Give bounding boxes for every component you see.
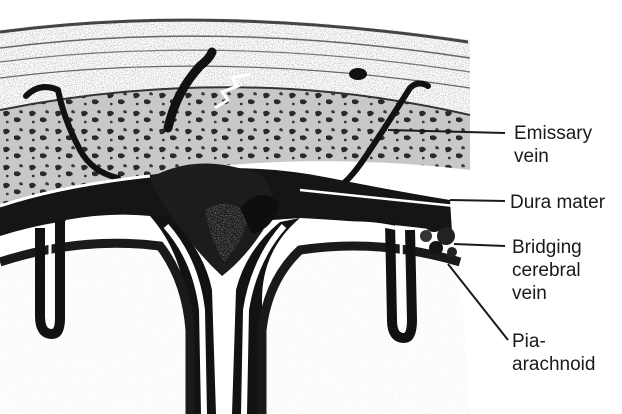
- dura-mater-label: Dura mater: [510, 191, 605, 214]
- bridging-cerebral-vein-label: Bridging cerebral vein: [512, 236, 582, 305]
- emissary-vein-label: Emissary vein: [514, 122, 592, 168]
- emissary-vein-label-line-2: vein: [514, 145, 592, 168]
- dura-mater-pointer: [450, 200, 505, 201]
- pia-arachnoid-label: Pia- arachnoid: [512, 330, 595, 376]
- bridging-vein-pointer: [454, 244, 505, 246]
- bridging-vein-label-line-1: Bridging: [512, 236, 582, 259]
- bridging-vein-label-line-3: vein: [512, 282, 582, 305]
- emissary-vein-label-line-1: Emissary: [514, 122, 592, 145]
- dura-mater-label-line-1: Dura mater: [510, 191, 605, 214]
- pia-arachnoid-label-line-1: Pia-: [512, 330, 595, 353]
- bridging-vein-label-line-2: cerebral: [512, 259, 582, 282]
- pia-arachnoid-label-line-2: arachnoid: [512, 353, 595, 376]
